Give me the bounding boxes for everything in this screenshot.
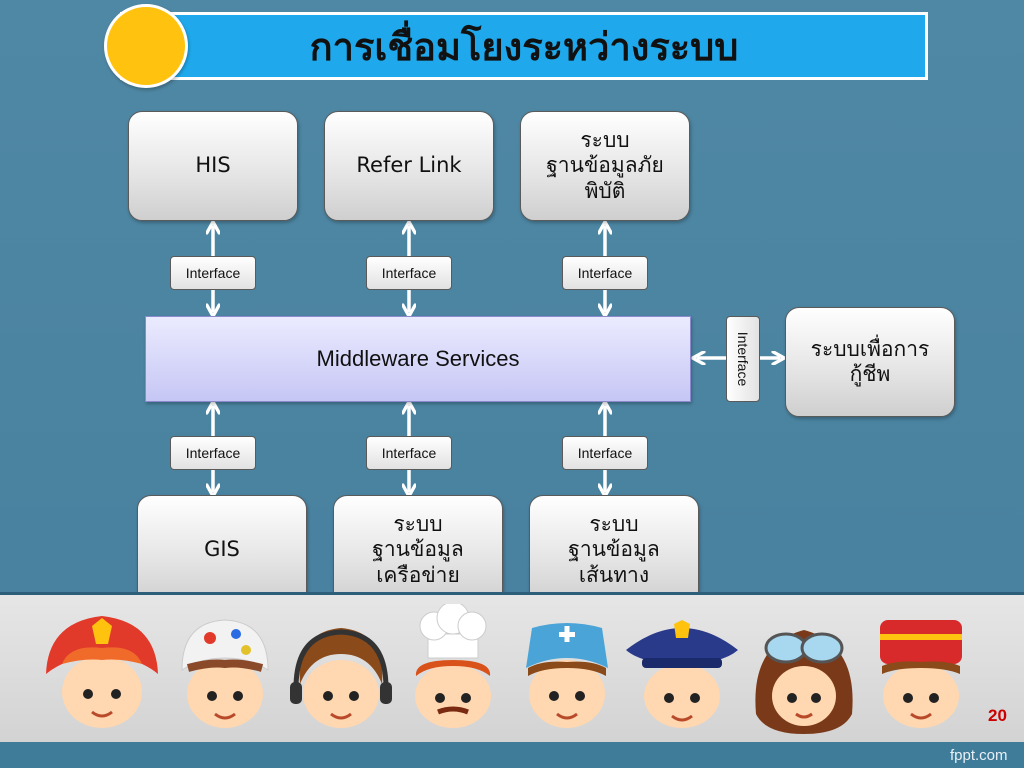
his-label: HIS: [195, 153, 231, 178]
interface-his: Interface: [170, 256, 256, 290]
page-number: 20: [988, 706, 1007, 725]
interface-refer-link: Interface: [366, 256, 452, 290]
his-node: HIS: [128, 111, 298, 221]
network-db-node: ระบบ ฐานข้อมูล เครือข่าย: [333, 495, 503, 605]
watermark-text: fppt.com: [950, 747, 1008, 764]
footer-strip: [0, 742, 1024, 768]
firefighter-kid-icon: [46, 616, 158, 728]
interface-rescue: Interface: [726, 316, 760, 402]
interface-disaster-db-label: Interface: [577, 265, 633, 281]
interface-gis: Interface: [170, 436, 256, 470]
interface-route-db-label: Interface: [577, 445, 633, 461]
rescue-node: ระบบเพื่อการ กู้ชีพ: [785, 307, 955, 417]
refer-link-label: Refer Link: [356, 153, 462, 178]
nurse-kid-icon: [526, 623, 608, 728]
interface-rescue-label: Interface: [735, 331, 752, 387]
refer-link-node: Refer Link: [324, 111, 494, 221]
interface-his-label: Interface: [185, 265, 241, 281]
operator-kid-icon: [290, 628, 392, 728]
middleware-label: Middleware Services: [316, 346, 520, 371]
interface-refer-link-label: Interface: [381, 265, 437, 281]
gis-label: GIS: [204, 537, 240, 562]
interface-disaster-db: Interface: [562, 256, 648, 290]
disaster-db-node: ระบบ ฐานข้อมูลภัย พิบัติ: [520, 111, 690, 221]
chef-kid-icon: [415, 604, 491, 728]
painter-kid-icon: [181, 619, 269, 728]
rescue-label: ระบบเพื่อการ กู้ชีพ: [810, 336, 930, 386]
gis-node: GIS: [137, 495, 307, 605]
interface-route-db: Interface: [562, 436, 648, 470]
route-db-label: ระบบ ฐานข้อมูล เส้นทาง: [568, 512, 660, 587]
pilot-kid-icon: [755, 630, 853, 734]
interface-gis-label: Interface: [185, 445, 241, 461]
middleware-services-box: Middleware Services: [145, 316, 691, 402]
interface-network-db-label: Interface: [381, 445, 437, 461]
footer-band: [0, 592, 1024, 742]
network-db-label: ระบบ ฐานข้อมูล เครือข่าย: [372, 512, 464, 587]
title-circle-icon: [104, 4, 188, 88]
disaster-db-label: ระบบ ฐานข้อมูลภัย พิบัติ: [546, 128, 664, 203]
bellhop-kid-icon: [880, 620, 962, 728]
slide-title-text: การเชื่อมโยงระหว่างระบบ: [309, 24, 739, 69]
interface-network-db: Interface: [366, 436, 452, 470]
police-kid-icon: [626, 620, 738, 728]
slide-title: การเชื่อมโยงระหว่างระบบ: [120, 12, 928, 80]
route-db-node: ระบบ ฐานข้อมูล เส้นทาง: [529, 495, 699, 605]
